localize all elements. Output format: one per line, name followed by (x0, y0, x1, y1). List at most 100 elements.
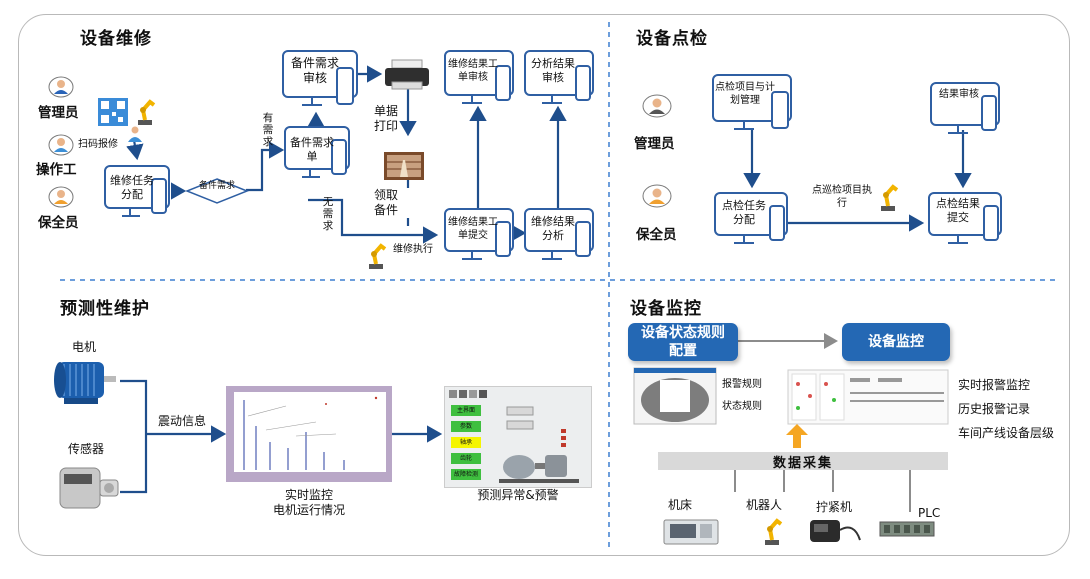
monitor-box: 设备监控 (842, 323, 950, 361)
worker-icon (128, 126, 142, 142)
hmi-machine-icon (499, 406, 579, 483)
role-admin: 管理员 (38, 105, 79, 121)
hmi-button-0[interactable]: 主界面 (451, 405, 481, 416)
monitor-plan: 点检项目与计划管理 (712, 74, 792, 134)
scan-label: 扫码报修 (78, 139, 118, 150)
data-collection-bar: 数据采集 (658, 452, 948, 471)
hmi-button-2[interactable]: 轴承 (451, 437, 481, 448)
monitor-submit: 维修结果工单提交 (444, 208, 514, 264)
sensor-icon (59, 467, 119, 509)
role-keeper: 保全员 (636, 227, 677, 243)
device-label-1: 机器人 (746, 498, 783, 512)
feature-3: 车间产线设备层级 (958, 426, 1055, 440)
hmi-button-3[interactable]: 齿轮 (451, 453, 481, 464)
section-title-maintenance: 设备维修 (80, 29, 152, 49)
review-label: 维修结果工单审核 (448, 59, 498, 83)
diamond-label: 备件需求 (198, 181, 235, 191)
tightening-tool-icon (810, 520, 861, 542)
robot-arm-icon (765, 518, 783, 545)
parts-review-label: 备件需求审核 (290, 56, 339, 85)
monitor-icon (524, 208, 594, 260)
avatar-keeper-icon (642, 184, 672, 208)
monitor-icon (930, 82, 1000, 134)
motor-label: 电机 (72, 340, 97, 354)
qr-code-icon (98, 98, 128, 126)
avatar-keeper-icon (48, 186, 74, 208)
pickup-label: 领取备件 (374, 188, 399, 217)
inspect-review-label: 结果审核 (939, 89, 979, 100)
section-title-inspection: 设备点检 (636, 29, 708, 49)
motor-icon (54, 362, 116, 404)
inspect-execute-label: 点巡检项目执行 (812, 185, 872, 209)
role-operator: 操作工 (36, 162, 77, 178)
feature-1: 实时报警监控 (958, 378, 1031, 392)
rule-config-box: 设备状态规则配置 (628, 323, 738, 361)
monitor-box-label: 设备监控 (868, 334, 924, 350)
plan-label: 点检项目与计划管理 (715, 82, 775, 106)
monitor-parts-review: 备件需求审核 (282, 50, 358, 110)
rule-config-label: 设备状态规则配置 (641, 325, 725, 359)
monitor-icon (104, 165, 170, 217)
monitor-analysis: 维修结果分析 (524, 208, 594, 264)
monitor-parts-req: 备件需求单 (284, 126, 350, 182)
avatar-operator-icon (48, 134, 74, 156)
monitor-inspect-submit: 点检结果提交 (928, 192, 1002, 248)
analysis-label: 维修结果分析 (531, 215, 575, 242)
warehouse-icon (384, 152, 424, 180)
inspect-submit-label: 点检结果提交 (936, 197, 980, 224)
realtime-label-2: 电机运行情况 (272, 503, 345, 517)
monitor-review: 维修结果工单审核 (444, 50, 514, 108)
cnc-machine-icon (663, 519, 719, 545)
decision-diamond (184, 178, 250, 204)
printer-icon (385, 59, 429, 90)
hmi-panel: 主界面 参数 轴承 齿轮 故障检测 (444, 386, 592, 488)
rule-config-screenshot (633, 367, 717, 425)
inspect-task-label: 点检任务分配 (722, 199, 766, 226)
hmi-button-1[interactable]: 参数 (451, 421, 481, 432)
monitor-icon (282, 50, 358, 106)
monitor-icon (712, 74, 792, 130)
spectrum-chart-image (226, 386, 392, 482)
parts-req-label: 备件需求单 (290, 136, 334, 163)
analysis-review-label: 分析结果审核 (531, 57, 575, 84)
robot-arm-icon (138, 99, 156, 125)
robot-arm-icon (881, 184, 899, 211)
monitor-icon (524, 50, 594, 104)
plc-icon (879, 521, 935, 537)
section-title-monitoring: 设备监控 (630, 299, 702, 319)
no-need-label: 无需求 (322, 196, 334, 232)
monitor-icon (444, 50, 514, 104)
section-title-predictive: 预测性维护 (60, 299, 150, 319)
monitor-task: 维修任务分配 (104, 165, 170, 217)
role-admin: 管理员 (634, 136, 675, 152)
monitor-icon (928, 192, 1002, 244)
role-keeper: 保全员 (38, 215, 79, 231)
robot-arm-icon (369, 243, 387, 269)
monitor-inspect-task: 点检任务分配 (714, 192, 788, 248)
hmi-button-4[interactable]: 故障检测 (451, 469, 481, 480)
monitoring-screenshot (787, 369, 949, 425)
execute-label: 维修执行 (393, 244, 433, 255)
alarm-rule-label: 报警规则 (722, 379, 762, 390)
vibration-label: 震动信息 (158, 414, 207, 428)
has-need-label: 有需求 (262, 112, 274, 148)
device-label-3: PLC (918, 506, 941, 520)
monitor-icon (714, 192, 788, 244)
monitor-analysis-review: 分析结果审核 (524, 50, 594, 108)
submit-label: 维修结果工单提交 (448, 217, 498, 241)
device-label-0: 机床 (668, 498, 693, 512)
realtime-label-1: 实时监控 (284, 488, 333, 502)
status-rule-label: 状态规则 (722, 401, 762, 412)
monitor-inspect-review: 结果审核 (930, 82, 1000, 138)
monitor-icon (444, 208, 514, 260)
monitor-icon (284, 126, 350, 178)
device-label-2: 拧紧机 (816, 500, 853, 514)
up-arrow-icon (786, 424, 808, 448)
avatar-admin-icon (642, 94, 672, 118)
avatar-admin-icon (48, 76, 74, 98)
task-label: 维修任务分配 (110, 174, 154, 201)
hmi-toolbar-icon (449, 390, 487, 398)
warning-label: 预测异常&预警 (477, 488, 559, 502)
